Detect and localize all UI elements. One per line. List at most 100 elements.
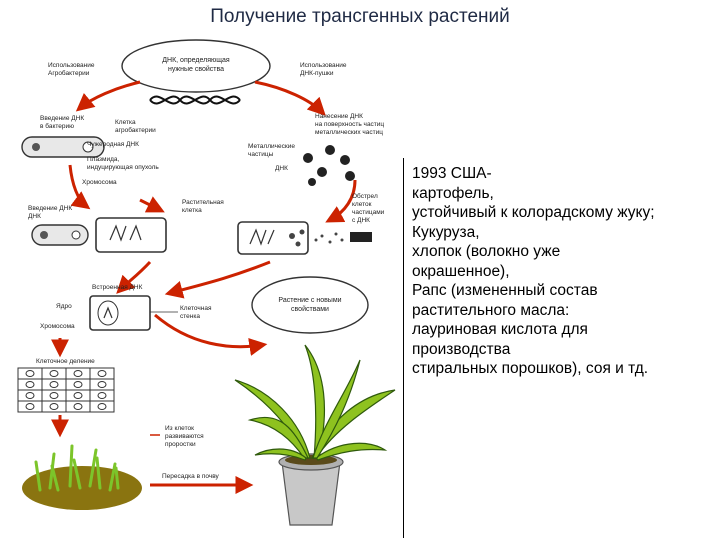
- info-line: устойчивый к колорадскому жуку;: [412, 204, 655, 221]
- dna-gun-icon: [350, 232, 372, 242]
- oval-label: Растение с новыми: [278, 297, 341, 304]
- arrow-cell-to-nucleus: [116, 260, 152, 294]
- dna-oval: [121, 39, 271, 93]
- label: стенка: [180, 313, 200, 320]
- arrow-nucleus-to-plant: [154, 313, 268, 356]
- dividing-cell: [89, 400, 115, 413]
- label: металлических частиц: [315, 129, 383, 136]
- cell-nucleus: [73, 403, 83, 410]
- label: ДНК: [275, 165, 288, 172]
- oval-label: свойствами: [291, 305, 329, 313]
- label: Из клеток: [165, 425, 194, 432]
- dividing-cell: [65, 389, 91, 402]
- cell-nucleus: [49, 370, 59, 377]
- label: Плазмида,: [87, 156, 119, 163]
- cell-nucleus: [25, 370, 35, 377]
- label: индуцирующая опухоль: [87, 164, 159, 171]
- arrow-right-down: [325, 179, 357, 223]
- label: Чужеродная ДНК: [87, 141, 139, 148]
- label: Ядро: [56, 303, 72, 310]
- label: Металлические: [248, 143, 295, 150]
- label: Хромосома: [82, 179, 117, 186]
- info-line: лауриновая кислота для: [412, 321, 588, 338]
- dividing-cell: [17, 378, 43, 391]
- dna-helix-icon: [149, 95, 241, 105]
- bacterium-dot-icon: [71, 230, 81, 240]
- arrow-cell2-to-nucleus: [164, 260, 271, 299]
- new-plant-oval: [251, 276, 369, 334]
- cell-division-grid: [17, 367, 115, 413]
- cell-nucleus: [97, 392, 107, 399]
- info-line: окрашенное),: [412, 262, 510, 280]
- divider-line: [403, 158, 404, 538]
- chromosome-icon: [249, 228, 275, 246]
- cell-nucleus: [25, 403, 35, 410]
- cell-nucleus: [25, 381, 35, 388]
- label: агробактерии: [115, 126, 156, 134]
- dividing-cell: [17, 389, 43, 402]
- label: на поверхность частиц: [315, 121, 384, 128]
- cell-nucleus: [73, 370, 83, 377]
- info-line: картофель,: [412, 184, 494, 202]
- oval-label: ДНК, определяющая: [162, 57, 230, 64]
- dividing-cell: [65, 400, 91, 413]
- particle-spray-icon: [289, 229, 344, 247]
- cell-nucleus: [97, 403, 107, 410]
- cell-nucleus: [97, 381, 107, 388]
- info-line: растительного масла:: [412, 301, 570, 319]
- dividing-cell: [41, 400, 67, 413]
- label: с ДНК: [352, 217, 370, 224]
- page-title: Получение трансгенных растений: [210, 6, 510, 27]
- dividing-cell: [89, 389, 115, 402]
- top-left-label: Использование: [48, 62, 95, 69]
- info-line: Рапс (измененный состав: [412, 282, 598, 299]
- cell-nucleus: [49, 381, 59, 388]
- cell-nucleus: [97, 370, 107, 377]
- info-line: хлопок (волокно уже: [412, 243, 561, 260]
- dividing-cell: [41, 389, 67, 402]
- bacterium-shape: [21, 136, 105, 158]
- label: в бактерию: [40, 122, 74, 130]
- label: Введение ДНК: [40, 115, 84, 122]
- dividing-cell: [65, 378, 91, 391]
- cell-nucleus: [49, 403, 59, 410]
- dividing-cell: [41, 367, 67, 380]
- label: клетка: [182, 207, 202, 214]
- label: Хромосома: [40, 323, 75, 330]
- label: Клеточное деление: [36, 358, 95, 365]
- arrow-right-top: [254, 80, 326, 116]
- label: проростки: [165, 441, 196, 448]
- info-line: стиральных порошков), соя и тд.: [412, 360, 649, 377]
- label: Пересадка в почву: [162, 473, 220, 480]
- label: Встроенная ДНК: [92, 284, 143, 291]
- cell-nucleus: [49, 392, 59, 399]
- cell-nucleus: [73, 381, 83, 388]
- sprouts-icon: [34, 444, 120, 492]
- dividing-cell: [41, 378, 67, 391]
- label: частицы: [248, 151, 274, 158]
- top-left-label: Агробактерии: [48, 69, 90, 77]
- potted-plant-icon: [234, 344, 396, 526]
- dividing-cell: [89, 378, 115, 391]
- nucleus-shape: [97, 300, 119, 326]
- info-line: 1993 США-: [412, 165, 492, 182]
- oval-label: нужные свойства: [168, 65, 224, 73]
- label: Введение ДНК: [28, 205, 72, 212]
- info-line: Кукуруза,: [412, 223, 480, 241]
- label: Обстрел: [352, 192, 378, 200]
- bacterium-shape: [31, 224, 89, 246]
- bacterium-dot-icon: [40, 231, 48, 239]
- label: развиваются: [165, 433, 204, 440]
- arrow-left-down: [68, 164, 91, 210]
- label: ДНК: [28, 213, 41, 220]
- chromosome-icon: [109, 224, 142, 242]
- bacterium-dot-icon: [32, 143, 40, 151]
- arrow-left-top: [75, 80, 141, 112]
- label: Нанесение ДНК: [315, 113, 363, 120]
- dividing-cell: [17, 400, 43, 413]
- plant-cell-shape: [237, 221, 309, 255]
- label: Растительная: [182, 199, 224, 206]
- top-right-label: ДНК-пушки: [300, 70, 334, 77]
- dividing-cell: [17, 367, 43, 380]
